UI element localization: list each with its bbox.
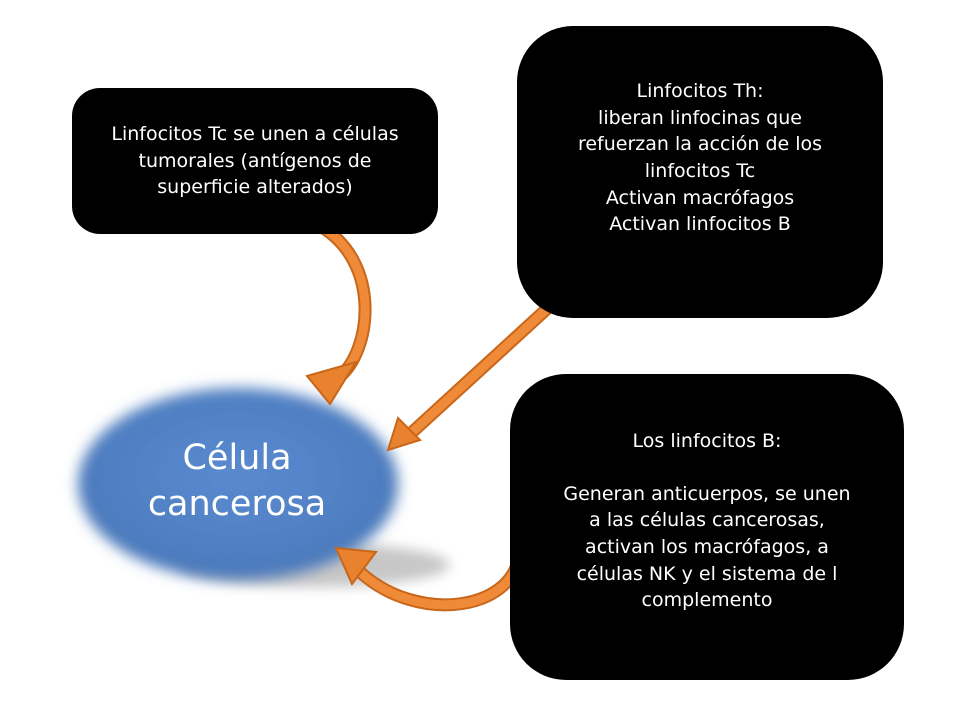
tc-line: tumorales (antígenos de (138, 149, 372, 172)
b-line: complemento (641, 589, 773, 612)
arrow-th-to-cell (386, 299, 557, 452)
tc-lymphocytes-box: Linfocitos Tc se unen a células tumorale… (72, 88, 438, 234)
tc-line: Linfocitos Tc se unen a células (111, 123, 399, 146)
tc-line: superficie alterados) (157, 176, 353, 199)
cancer-cell (78, 388, 398, 580)
b-box-title: Los linfocitos B: (632, 430, 782, 453)
th-line: linfocitos Tc (644, 160, 756, 182)
cell-label: Célula cancerosa (72, 435, 402, 527)
b-line: células NK y el sistema de l (576, 562, 838, 585)
th-lymphocytes-box: Linfocitos Th: liberan linfocinas que re… (517, 26, 883, 318)
b-line: Generan anticuerpos, se unen (563, 482, 851, 505)
th-line: Linfocitos Th: (636, 80, 764, 103)
cell-label-line-2: cancerosa (147, 484, 327, 524)
th-line: Activan linfocitos B (609, 213, 791, 236)
cell-label-line-1: Célula (182, 438, 292, 478)
th-line: Activan macrófagos (605, 186, 795, 209)
b-lymphocytes-box: Los linfocitos B: Generan anticuerpos, s… (510, 374, 904, 680)
th-line: liberan linfocinas que (598, 106, 802, 129)
b-line: activan los macrófagos, a (585, 536, 829, 558)
arrow-tc-to-cell (305, 219, 372, 406)
th-line: refuerzan la acción de los (577, 133, 823, 156)
b-line: a las células cancerosas, (589, 509, 825, 532)
